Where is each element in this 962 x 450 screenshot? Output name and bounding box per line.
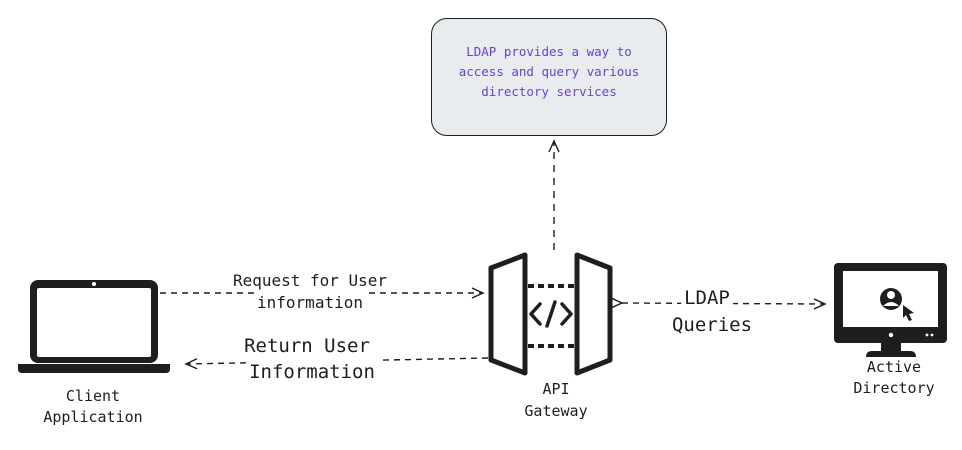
gateway-label-line1: API — [542, 380, 570, 398]
monitor-icon — [834, 263, 947, 357]
ldap-note-text: LDAP provides a way to access and query … — [458, 44, 640, 99]
directory-label-line1: Active — [866, 358, 922, 376]
user-avatar-icon — [880, 288, 902, 310]
request-label-line2: information — [254, 292, 366, 314]
ldap-label-line1: LDAP — [681, 285, 733, 312]
return-label-line1: Return User — [241, 333, 373, 360]
gateway-label-line2: Gateway — [524, 402, 588, 420]
laptop-icon — [18, 280, 170, 373]
client-label-line2: Application — [43, 408, 143, 426]
api-gateway-icon — [488, 252, 613, 376]
request-label-line1: Request for User — [229, 270, 391, 292]
directory-label-line2: Directory — [853, 379, 935, 397]
ldap-note-box: LDAP provides a way to access and query … — [431, 18, 667, 136]
return-label-line2: Information — [246, 359, 378, 386]
cursor-icon — [903, 305, 914, 321]
ldap-label-line2: Queries — [668, 312, 756, 339]
client-label-line1: Client — [65, 387, 121, 405]
